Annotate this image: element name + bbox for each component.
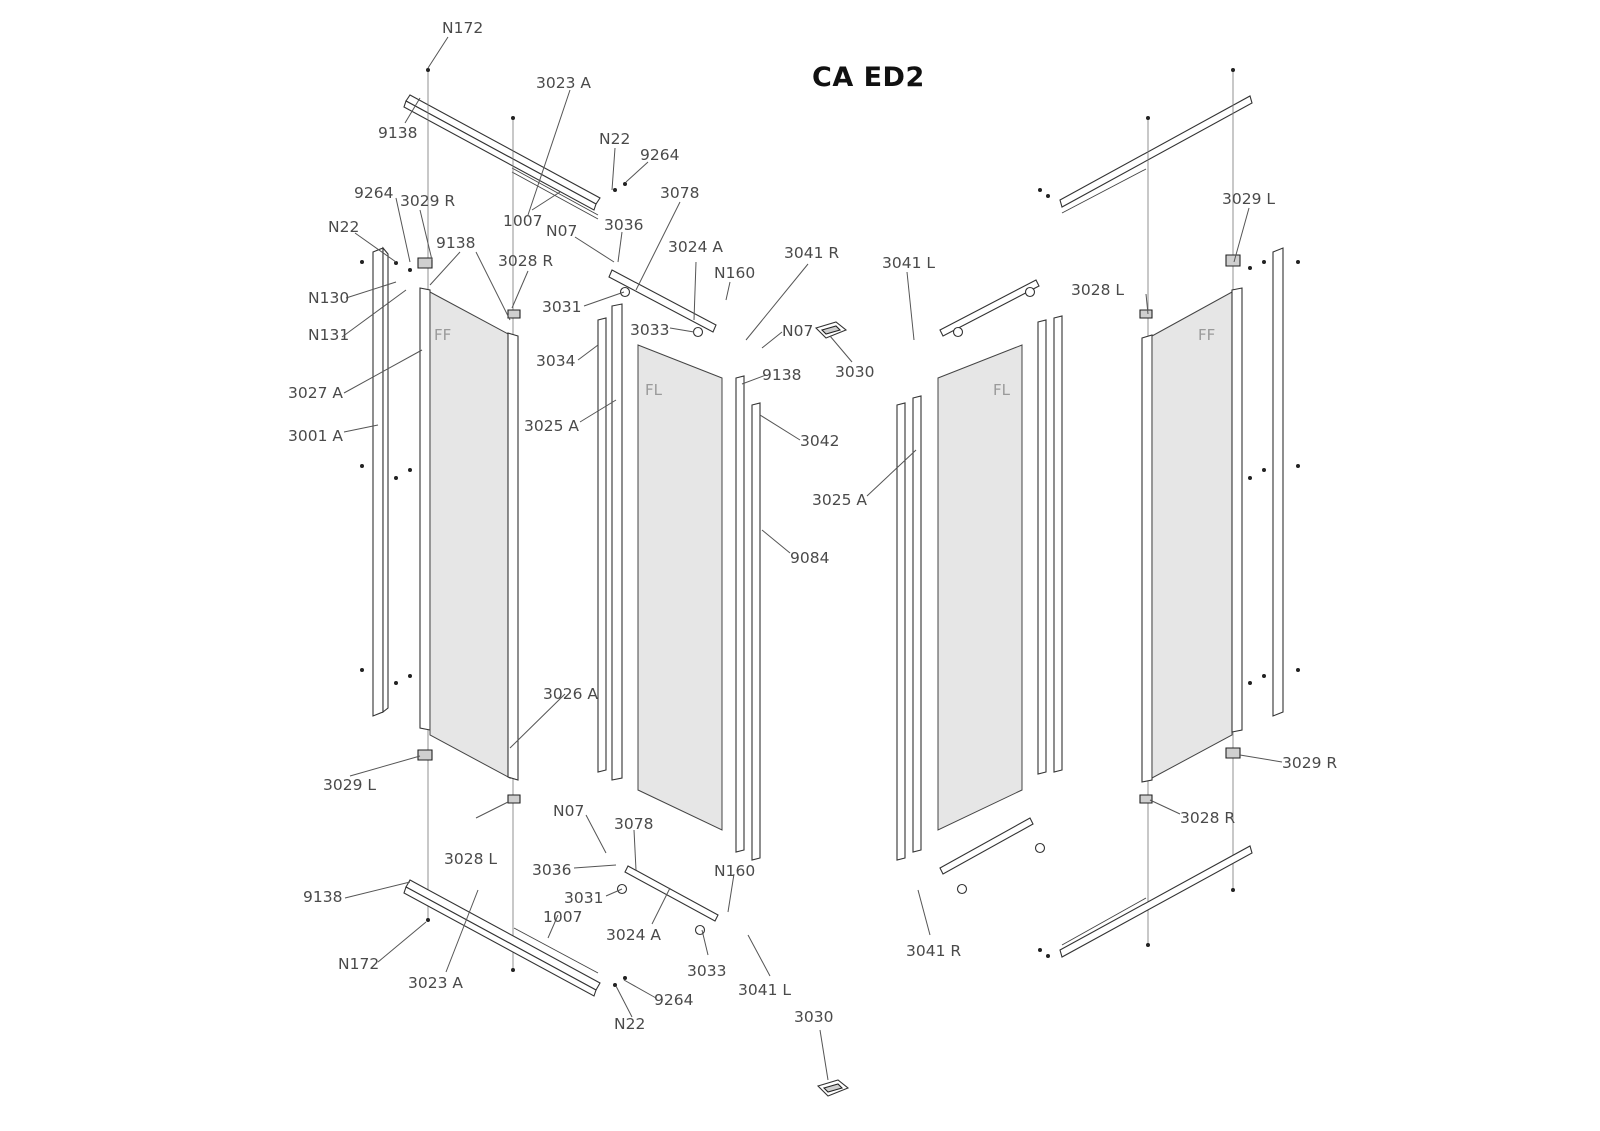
label-3031-bot: 3031 bbox=[564, 889, 603, 907]
label-1007-bot: 1007 bbox=[543, 908, 582, 926]
rollers bbox=[616, 286, 1046, 936]
sliding-panel-left bbox=[597, 303, 761, 861]
label-3029r-bot: 3029 R bbox=[1282, 754, 1337, 772]
label-3036-top: 3036 bbox=[604, 216, 643, 234]
leader-lines bbox=[341, 36, 1283, 1081]
floor-guide-bottom bbox=[816, 1079, 850, 1097]
label-1007-top: 1007 bbox=[503, 212, 542, 230]
fixed-panel-left bbox=[419, 287, 519, 781]
label-3025a-left: 3025 A bbox=[524, 417, 579, 435]
carriage-top-right bbox=[939, 279, 1040, 337]
wall-profile-right bbox=[1272, 247, 1284, 717]
label-3041r-top: 3041 R bbox=[784, 244, 839, 262]
top-rail-right bbox=[1059, 95, 1253, 214]
label-n160-bot: N160 bbox=[714, 862, 755, 880]
carriage-top-left bbox=[608, 269, 717, 333]
label-n22-bot: N22 bbox=[614, 1015, 645, 1033]
label-n22-top: N22 bbox=[599, 130, 630, 148]
label-3024a-bot: 3024 A bbox=[606, 926, 661, 944]
label-3036-bot: 3036 bbox=[532, 861, 571, 879]
mark-fl-right: FL bbox=[993, 381, 1011, 399]
label-3027a: 3027 A bbox=[288, 384, 343, 402]
label-n22-left: N22 bbox=[328, 218, 359, 236]
diagram-title: CA ED2 bbox=[812, 62, 925, 93]
label-3078-bot: 3078 bbox=[614, 815, 653, 833]
label-3028l-top: 3028 L bbox=[1071, 281, 1124, 299]
label-3023a-top: 3023 A bbox=[536, 74, 591, 92]
label-9264-top: 9264 bbox=[640, 146, 679, 164]
hardware-fasteners bbox=[360, 68, 1300, 987]
label-3033-top: 3033 bbox=[630, 321, 669, 339]
label-3041l-top: 3041 L bbox=[882, 254, 935, 272]
label-3026a: 3026 A bbox=[543, 685, 598, 703]
label-3028l-bot: 3028 L bbox=[444, 850, 497, 868]
label-n07-bot: N07 bbox=[553, 802, 584, 820]
label-n172-bot: N172 bbox=[338, 955, 379, 973]
label-9138-top: 9138 bbox=[378, 124, 417, 142]
label-3042: 3042 bbox=[800, 432, 839, 450]
carriage-bottom-left bbox=[624, 865, 719, 922]
label-3028r-bot: 3028 R bbox=[1180, 809, 1235, 827]
label-3034: 3034 bbox=[536, 352, 575, 370]
label-3025a-right: 3025 A bbox=[812, 491, 867, 509]
label-3033-bot: 3033 bbox=[687, 962, 726, 980]
mark-fl-left: FL bbox=[645, 381, 663, 399]
fixed-panel-right bbox=[1141, 287, 1243, 783]
label-9084: 9084 bbox=[790, 549, 829, 567]
label-3041l-bot: 3041 L bbox=[738, 981, 791, 999]
label-9138-mid: 9138 bbox=[436, 234, 475, 252]
label-3029l-top: 3029 L bbox=[1222, 190, 1275, 208]
label-n131: N131 bbox=[308, 326, 349, 344]
label-9264-left: 9264 bbox=[354, 184, 393, 202]
label-n07-top: N07 bbox=[546, 222, 577, 240]
label-n130: N130 bbox=[308, 289, 349, 307]
label-3001a: 3001 A bbox=[288, 427, 343, 445]
top-rail-left bbox=[403, 94, 601, 220]
label-3029r-top: 3029 R bbox=[400, 192, 455, 210]
label-3078-top: 3078 bbox=[660, 184, 699, 202]
label-9138-bot: 9138 bbox=[303, 888, 342, 906]
brackets bbox=[417, 254, 1241, 804]
label-3030-bot: 3030 bbox=[794, 1008, 833, 1026]
label-3029l-bot: 3029 L bbox=[323, 776, 376, 794]
label-3031-top: 3031 bbox=[542, 298, 581, 316]
label-n172-top: N172 bbox=[442, 19, 483, 37]
label-9264-bot: 9264 bbox=[654, 991, 693, 1009]
label-3028r-top: 3028 R bbox=[498, 252, 553, 270]
bottom-rail-left bbox=[403, 879, 601, 997]
mark-ff-left: FF bbox=[434, 326, 451, 344]
carriage-bottom-right bbox=[939, 817, 1034, 875]
label-9138-r: 9138 bbox=[762, 366, 801, 384]
label-3030-top: 3030 bbox=[835, 363, 874, 381]
bottom-rail-right bbox=[1059, 845, 1253, 958]
label-n160-top: N160 bbox=[714, 264, 755, 282]
part-labels: N172 3023 A 9138 N22 9264 9264 3029 R 10… bbox=[288, 19, 1337, 1033]
label-3024a-top: 3024 A bbox=[668, 238, 723, 256]
sliding-panel-right bbox=[896, 315, 1063, 861]
label-3041r-bot: 3041 R bbox=[906, 942, 961, 960]
mark-ff-right: FF bbox=[1198, 326, 1215, 344]
label-3023a-bot: 3023 A bbox=[408, 974, 463, 992]
floor-guide-top bbox=[814, 321, 848, 339]
wall-profile-left bbox=[372, 246, 389, 717]
label-n07-mid: N07 bbox=[782, 322, 813, 340]
